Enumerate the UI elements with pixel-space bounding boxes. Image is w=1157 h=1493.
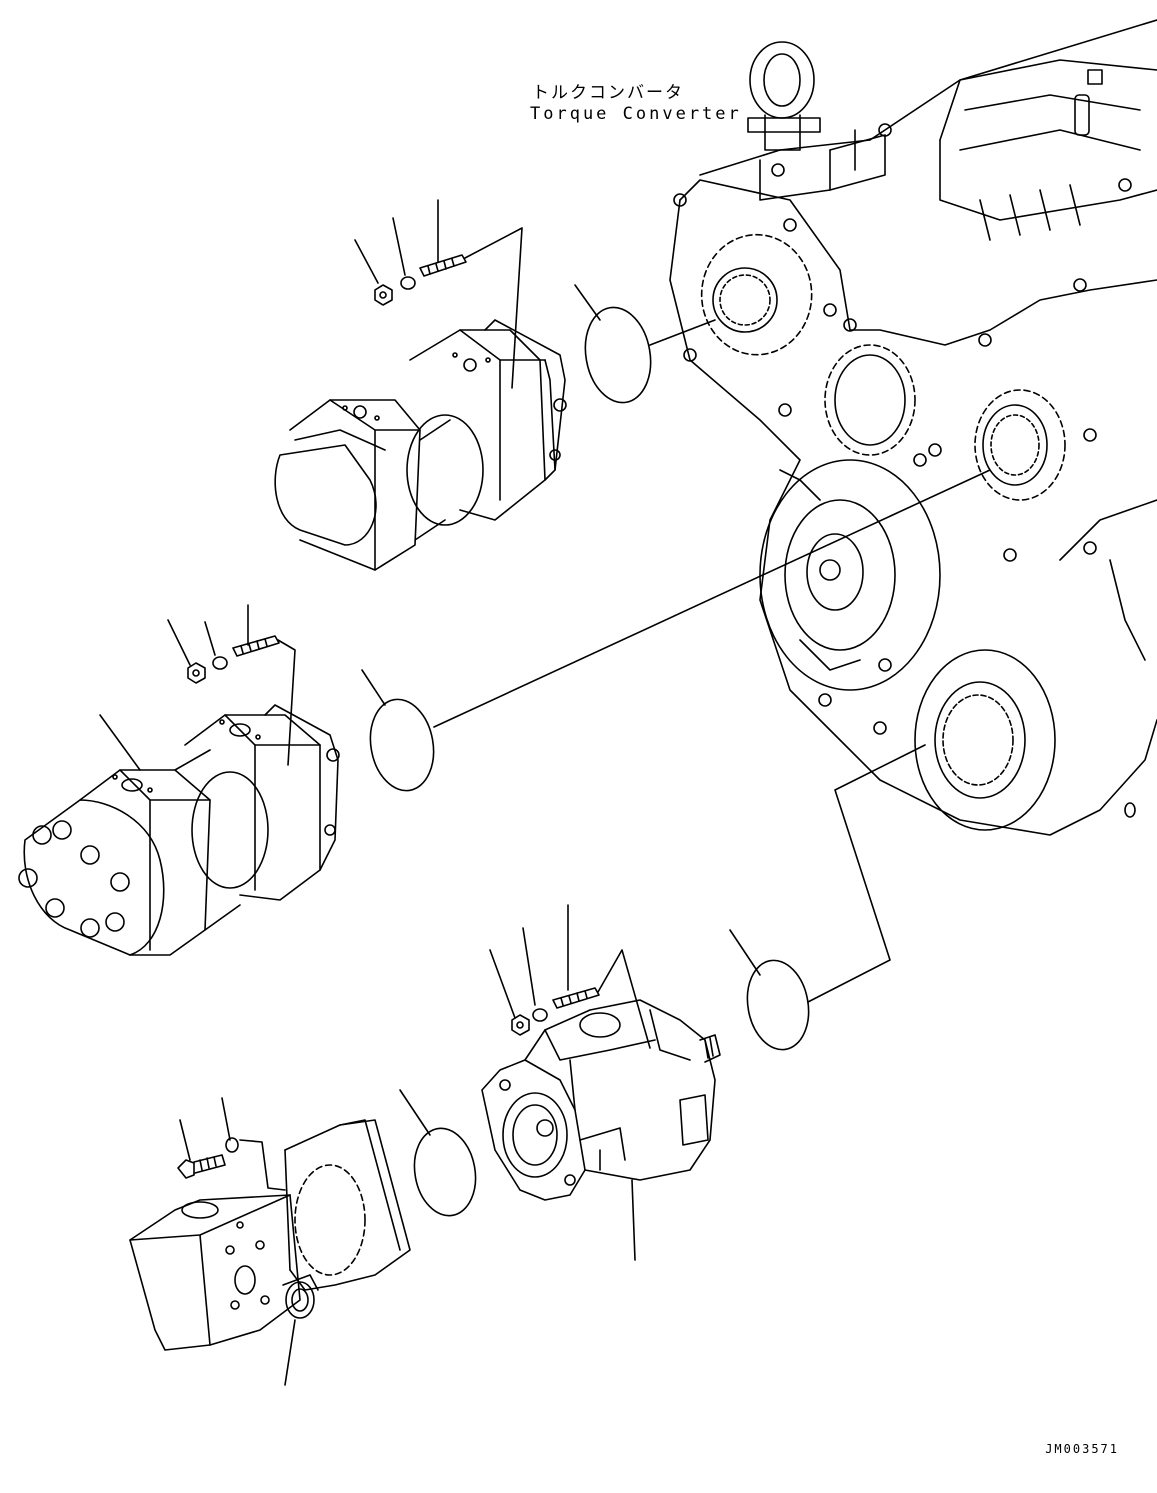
o-ring-1 [575,285,715,408]
piston-pump [482,1000,720,1200]
o-ring-3 [730,745,925,1055]
torque-converter-housing [670,20,1157,835]
hardware-set-3 [490,905,650,1260]
middle-tandem-pump [19,705,339,955]
component-label-jp: トルクコンバータ [532,83,684,103]
hardware-set-4 [178,1098,285,1190]
drawing-number: JM003571 [1045,1442,1119,1456]
hardware-set-1 [355,200,522,388]
hardware-set-2 [100,605,295,770]
gear-pump [130,1120,410,1385]
housing-bolts [674,124,1131,734]
component-label-en: Torque Converter [530,104,742,124]
o-ring-4 [400,1090,482,1221]
o-ring-2 [362,470,990,796]
upper-tandem-pump [275,320,566,570]
